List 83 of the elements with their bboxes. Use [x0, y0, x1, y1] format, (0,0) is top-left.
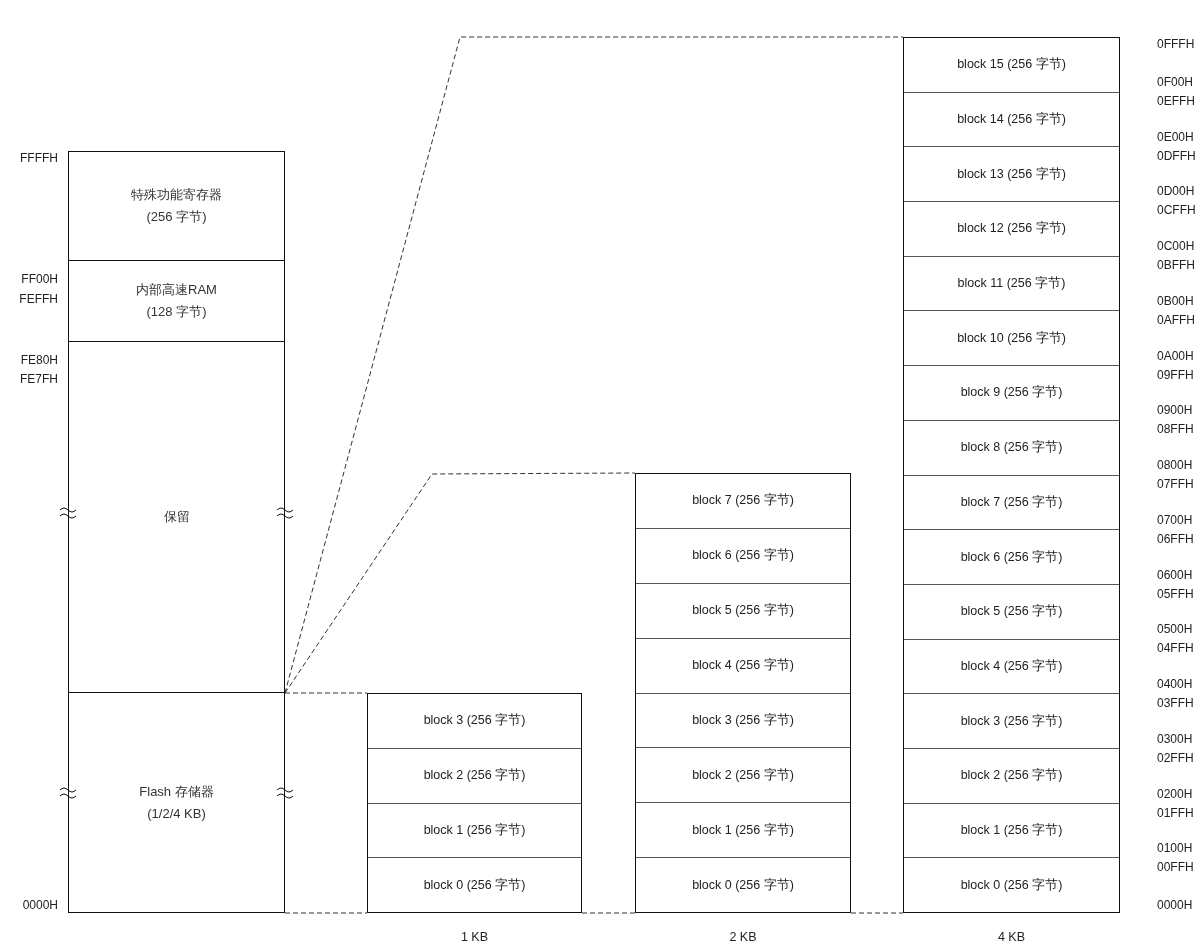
address-label: 0BFFH	[1157, 258, 1195, 272]
dashed-line	[284, 36, 904, 694]
address-label: 03FFH	[1157, 696, 1194, 710]
dashed-line	[284, 692, 368, 694]
block-label: block 8 (256 字节)	[960, 439, 1063, 457]
address-label: FFFFH	[20, 151, 58, 165]
size-label: 2 KB	[728, 930, 758, 943]
address-label: FEFFH	[19, 292, 58, 306]
address-label: 02FFH	[1157, 750, 1194, 765]
address-label: FF00H	[21, 272, 58, 286]
address-label: 0100H	[1157, 841, 1193, 856]
block-label: block 4 (256 字节)	[960, 657, 1063, 675]
size-label: 4 KB	[996, 930, 1027, 943]
region-label: Flash 存储器 (1/2/4 KB)	[138, 782, 215, 823]
block-label: block 13 (256 字节)	[957, 165, 1066, 183]
block-label: block 7 (256 字节)	[692, 492, 794, 510]
block-label: block 7 (256 字节)	[960, 493, 1063, 511]
dashed-line	[581, 912, 636, 914]
region-label: 特殊功能寄存器 (256 字节)	[130, 186, 223, 226]
address-label: 0900H	[1157, 403, 1193, 418]
address-label: 0C00H	[1157, 239, 1195, 253]
block-label: block 1 (256 字节)	[960, 821, 1063, 839]
address-label: 0D00H	[1157, 184, 1195, 199]
block-label: block 6 (256 字节)	[692, 547, 794, 565]
block-label: block 1 (256 字节)	[692, 821, 794, 839]
address-label: 0500H	[1157, 622, 1193, 637]
memory-region	[68, 151, 285, 261]
block-label: block 3 (256 字节)	[692, 711, 794, 729]
memory-region	[68, 261, 285, 342]
block-label: block 3 (256 字节)	[423, 712, 526, 730]
address-label: 0DFFH	[1157, 148, 1196, 163]
block-label: block 1 (256 字节)	[423, 821, 526, 839]
block-label: block 5 (256 字节)	[960, 603, 1063, 621]
address-label: 04FFH	[1157, 641, 1194, 656]
block-label: block 2 (256 字节)	[960, 767, 1063, 785]
memory-region	[68, 693, 285, 913]
memory-region	[68, 342, 285, 693]
dashed-line	[284, 472, 636, 694]
size-label: 1 KB	[459, 930, 490, 943]
region-label: 内部高速RAM (128 字节)	[135, 281, 218, 321]
block-label: block 0 (256 字节)	[423, 876, 526, 894]
block-label: block 3 (256 字节)	[960, 712, 1063, 730]
address-label: 0EFFH	[1157, 93, 1195, 108]
address-label: 0000H	[1157, 898, 1193, 912]
address-label: 00FFH	[1157, 860, 1194, 875]
address-label: 0A00H	[1157, 348, 1194, 363]
block-label: block 9 (256 字节)	[960, 384, 1063, 402]
block-label: block 2 (256 字节)	[423, 767, 526, 785]
address-label: FE80H	[20, 353, 58, 367]
address-label: 0B00H	[1157, 293, 1194, 308]
dashed-line	[850, 912, 904, 914]
block-label: block 0 (256 字节)	[960, 876, 1063, 894]
block-label: block 15 (256 字节)	[957, 56, 1066, 74]
block-label: block 0 (256 字节)	[692, 876, 794, 894]
block-label: block 5 (256 字节)	[692, 602, 794, 620]
address-label: FE7FH	[20, 372, 58, 386]
address-label: 06FFH	[1157, 531, 1194, 546]
address-label: 0E00H	[1157, 129, 1194, 144]
address-label: 08FFH	[1157, 422, 1194, 437]
address-label: 0800H	[1157, 458, 1193, 472]
region-label: 保留	[162, 508, 191, 526]
block-label: block 4 (256 字节)	[692, 657, 794, 675]
block-label: block 6 (256 字节)	[960, 548, 1063, 566]
address-label: 0FFFH	[1157, 37, 1195, 51]
address-label: 0400H	[1157, 677, 1193, 691]
address-label: 07FFH	[1157, 477, 1194, 491]
block-label: block 12 (256 字节)	[957, 220, 1066, 238]
address-label: 0600H	[1157, 567, 1193, 582]
address-label: 0000H	[22, 898, 58, 912]
address-label: 0CFFH	[1157, 203, 1196, 218]
address-label: 0F00H	[1157, 74, 1194, 89]
address-label: 0AFFH	[1157, 312, 1195, 327]
dashed-line	[284, 912, 368, 914]
block-label: block 14 (256 字节)	[957, 111, 1066, 129]
address-label: 09FFH	[1157, 367, 1194, 382]
block-label: block 2 (256 字节)	[692, 766, 794, 784]
block-label: block 11 (256 字节)	[957, 275, 1066, 293]
address-label: 0300H	[1157, 731, 1193, 746]
address-label: 05FFH	[1157, 586, 1194, 601]
address-label: 01FFH	[1157, 805, 1194, 820]
address-label: 0700H	[1157, 512, 1193, 527]
block-label: block 10 (256 字节)	[957, 329, 1066, 347]
address-label: 0200H	[1157, 786, 1193, 801]
